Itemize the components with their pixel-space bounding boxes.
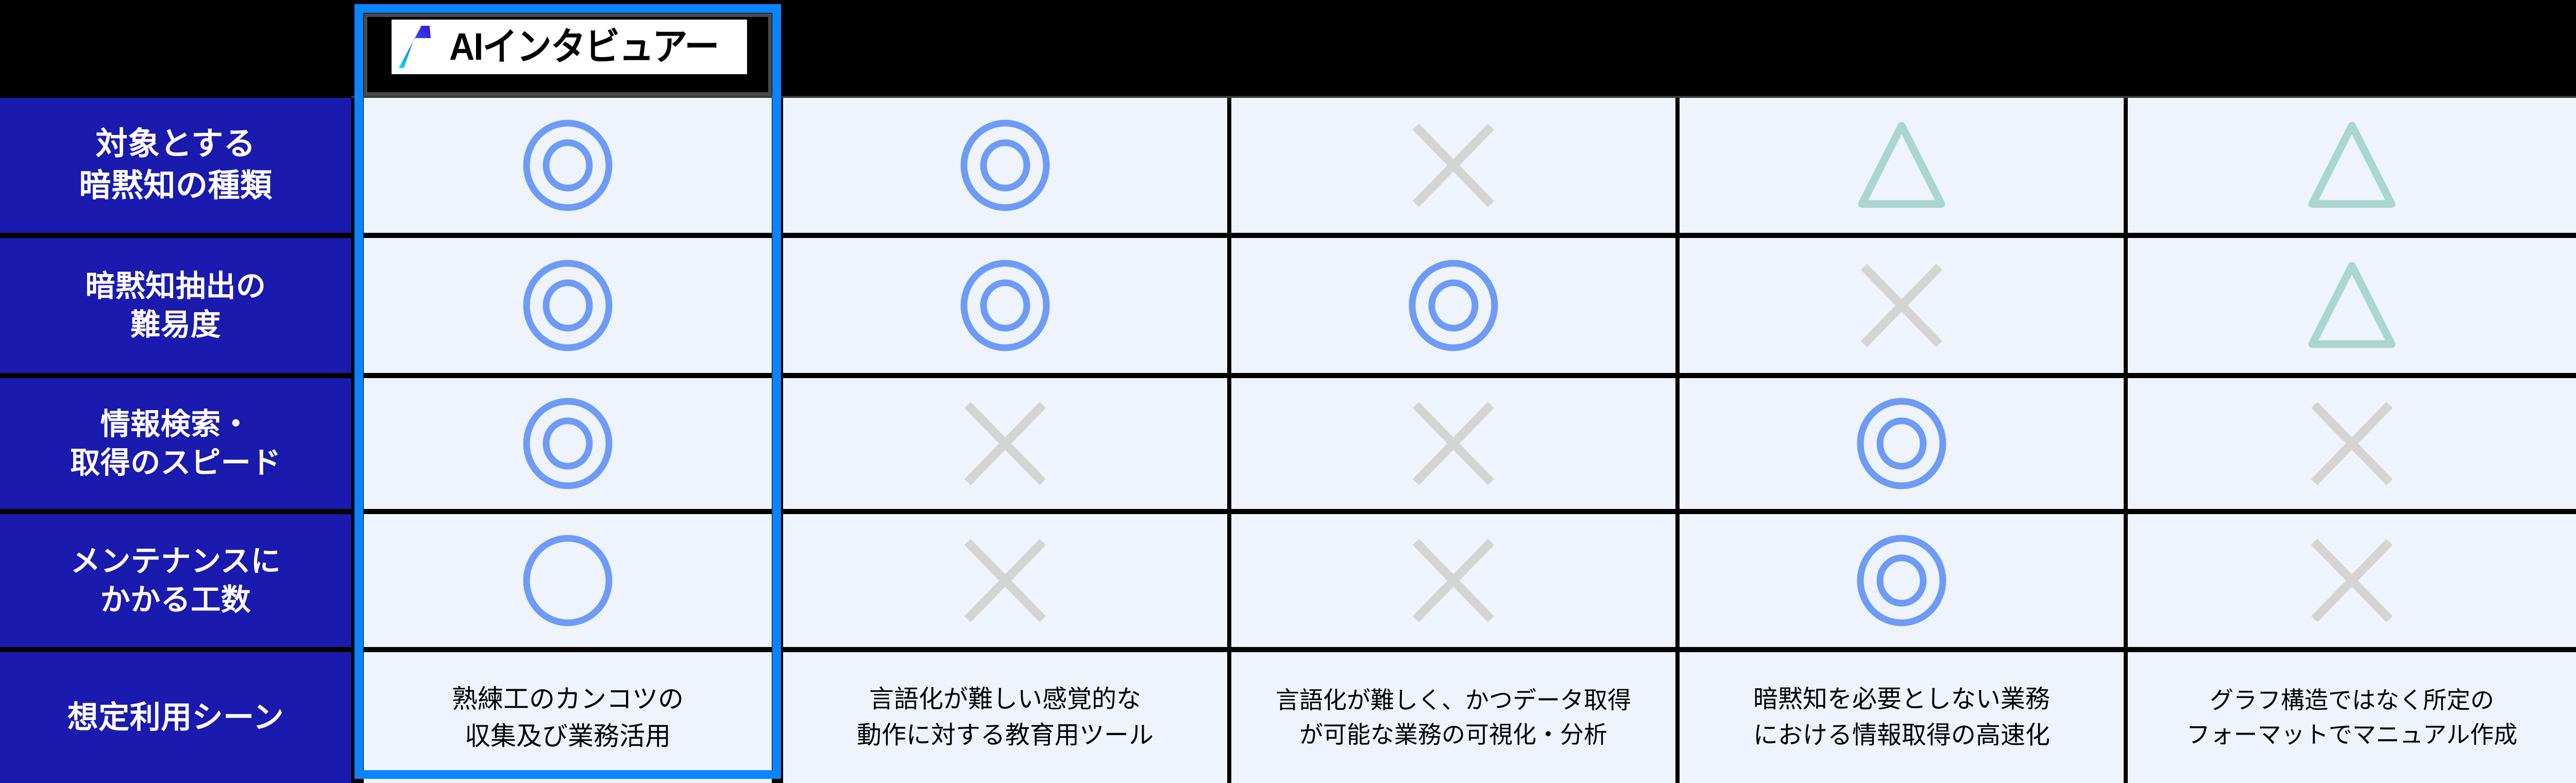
row-label-3-line-1: 情報検索・	[100, 407, 251, 441]
scenario-c1-line-2: 収集及び業務活用	[465, 722, 671, 751]
row-label-4-line-2: かかる工数	[100, 583, 251, 617]
cross-icon	[2311, 539, 2393, 622]
cross-icon	[964, 539, 1046, 622]
double-circle-icon	[960, 260, 1050, 351]
row-separator-4	[0, 647, 2576, 652]
cell-r4-c5	[2128, 514, 2576, 647]
row-label-2-line-2: 難易度	[130, 308, 221, 342]
cell-r2-c5	[2128, 238, 2576, 373]
double-circle-icon	[523, 398, 613, 489]
row-label-2-line-1: 暗黙知抽出の	[85, 269, 266, 303]
cell-r3-c1	[364, 378, 772, 509]
row-label-5: 想定利用シーン	[0, 652, 351, 783]
row-label-1-line-2: 暗黙知の種類	[79, 168, 273, 203]
cell-r4-c2	[783, 514, 1227, 647]
double-circle-icon	[1409, 260, 1498, 351]
cross-icon	[2311, 402, 2393, 485]
row-label-5-line-1: 想定利用シーン	[67, 700, 284, 735]
scenario-cell-c2: 言語化が難しい感覚的な 動作に対する教育用ツール	[783, 652, 1227, 783]
scenario-c5-line-1: グラフ構造ではなく所定の	[2210, 687, 2494, 714]
scenario-cell-c5: グラフ構造ではなく所定の フォーマットでマニュアル作成	[2128, 652, 2576, 783]
scenario-cell-c3: 言語化が難しく、かつデータ取得 が可能な業務の可視化・分析	[1231, 652, 1675, 783]
row-label-1: 対象とする 暗黙知の種類	[0, 98, 351, 233]
cell-r3-c3	[1231, 378, 1675, 509]
cell-r2-c1	[364, 238, 772, 373]
row-separator-1	[0, 233, 2576, 238]
scenario-c3-line-1: 言語化が難しく、かつデータ取得	[1276, 687, 1631, 714]
row-label-4: メンテナンスに かかる工数	[0, 514, 351, 647]
cell-r1-c1	[364, 98, 772, 233]
cell-r3-c5	[2128, 378, 2576, 509]
scenario-c3-line-2: が可能な業務の可視化・分析	[1299, 721, 1607, 748]
row-label-3-line-2: 取得のスピード	[70, 446, 281, 480]
triangle-icon	[1858, 122, 1945, 208]
cross-icon	[964, 402, 1046, 485]
cross-icon	[1412, 539, 1495, 622]
scenario-cell-c4: 暗黙知を必要としない業務 における情報取得の高速化	[1680, 652, 2124, 783]
triangle-icon	[2308, 262, 2396, 348]
ai-gradient-logo-icon	[399, 26, 431, 68]
row-separator-2	[0, 373, 2576, 378]
cell-r2-c2	[783, 238, 1227, 373]
scenario-c4-line-2: における情報取得の高速化	[1753, 722, 2050, 749]
cell-r2-c4	[1680, 238, 2124, 373]
double-circle-icon	[960, 120, 1050, 211]
scenario-c5-line-2: フォーマットでマニュアル作成	[2186, 721, 2518, 748]
scenario-c1-line-1: 熟練工のカンコツの	[452, 684, 684, 713]
product-logo-text: AIインタビュアー	[449, 25, 719, 68]
cell-r4-c1	[364, 514, 772, 647]
double-circle-icon	[523, 260, 613, 351]
cell-r2-c3	[1231, 238, 1675, 373]
cell-r4-c4	[1680, 514, 2124, 647]
cell-r1-c3	[1231, 98, 1675, 233]
row-label-1-line-1: 対象とする	[95, 126, 256, 162]
cell-r3-c2	[783, 378, 1227, 509]
row-label-3: 情報検索・ 取得のスピード	[0, 378, 351, 509]
circle-icon	[523, 535, 613, 626]
scenario-c2-line-1: 言語化が難しい感覚的な	[869, 686, 1141, 713]
double-circle-icon	[523, 120, 613, 211]
cell-r1-c2	[783, 98, 1227, 233]
cell-r1-c5	[2128, 98, 2576, 233]
cross-icon	[1412, 124, 1495, 207]
row-separator-top-hairline	[351, 96, 2576, 98]
cell-r3-c4	[1680, 378, 2124, 509]
triangle-icon	[2308, 122, 2396, 208]
cross-icon	[1860, 264, 1943, 347]
cell-r4-c3	[1231, 514, 1675, 647]
double-circle-icon	[1857, 535, 1946, 626]
product-logo: AIインタビュアー	[392, 20, 747, 74]
row-label-2: 暗黙知抽出の 難易度	[0, 238, 351, 373]
scenario-c4-line-1: 暗黙知を必要としない業務	[1753, 686, 2050, 713]
row-label-4-line-1: メンテナンスに	[70, 544, 281, 578]
double-circle-icon	[1857, 398, 1946, 489]
header-row-background	[0, 0, 2576, 96]
cross-icon	[1412, 402, 1495, 485]
scenario-cell-c1: 熟練工のカンコツの 収集及び業務活用	[364, 652, 772, 783]
cell-r1-c4	[1680, 98, 2124, 233]
row-separator-3	[0, 509, 2576, 514]
scenario-c2-line-2: 動作に対する教育用ツール	[856, 722, 1154, 749]
